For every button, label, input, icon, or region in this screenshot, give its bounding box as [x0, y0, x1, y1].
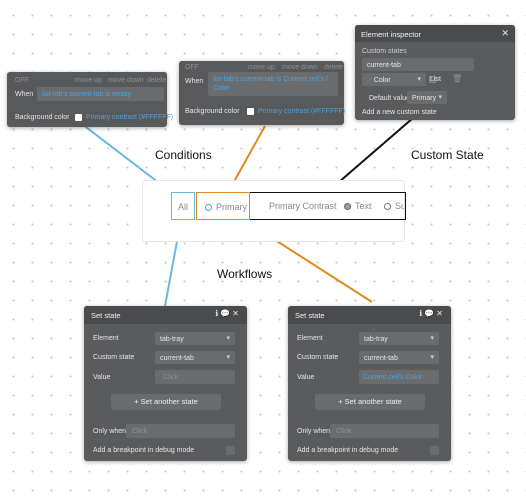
move-down-button[interactable]: move down	[282, 64, 318, 71]
plus-icon: +	[134, 397, 141, 406]
custom-state-select[interactable]: current-tab	[359, 351, 439, 364]
breakpoint-label: Add a breakpoint in debug mode	[297, 447, 399, 454]
info-icon[interactable]: ℹ	[215, 309, 221, 318]
value-label: Value	[297, 374, 315, 381]
inspector-title: Element inspector	[361, 30, 422, 39]
set-another-state-label: Set another state	[140, 397, 198, 406]
background-color-value[interactable]: Primary contrast (#FFFFFF)	[86, 114, 174, 121]
element-label: Element	[297, 335, 323, 342]
tabs-selection-outline	[250, 192, 406, 220]
tab-text[interactable]: Text	[344, 192, 372, 220]
background-color-value[interactable]: Primary contrast (#FFFFFF)	[258, 108, 346, 115]
tab-tray	[142, 180, 405, 242]
list-label: List	[430, 76, 441, 83]
default-value-select[interactable]: Primary	[407, 91, 447, 104]
custom-state-select[interactable]: current-tab	[155, 351, 235, 364]
tab-text-label: Text	[355, 201, 372, 211]
element-label: Element	[93, 335, 119, 342]
inspector-header: Element inspector ✕	[355, 25, 515, 42]
list-checkbox[interactable]	[429, 76, 436, 83]
background-color-label: Background color	[15, 114, 70, 121]
move-down-button[interactable]: move down	[108, 77, 144, 84]
tab-primary[interactable]: Primary	[196, 192, 250, 220]
value-field[interactable]: Click	[155, 370, 235, 384]
only-when-label: Only when	[297, 428, 331, 435]
state-name-field[interactable]: current-tab	[362, 58, 474, 71]
default-value-label: Default value	[369, 95, 410, 102]
value-field[interactable]: Current cell's Color	[359, 370, 439, 384]
only-when-label: Only when	[93, 428, 127, 435]
element-select[interactable]: tab-tray	[359, 332, 439, 345]
comment-icon[interactable]: 💬	[424, 309, 437, 318]
breakpoint-label: Add a breakpoint in debug mode	[93, 447, 195, 454]
tab-su-label: Su	[395, 201, 404, 211]
condition-panel-1: OFF move up move down delete When list-t…	[7, 72, 173, 127]
close-icon[interactable]: ✕	[232, 309, 241, 318]
tab-primary-label: Primary	[216, 202, 247, 212]
breakpoint-checkbox[interactable]	[430, 446, 439, 455]
delete-state-icon[interactable]: 🗑	[452, 74, 463, 83]
set-state-header: Set state ℹ💬✕	[84, 306, 247, 324]
background-color-checkbox[interactable]	[247, 108, 254, 115]
custom-states-label: Custom states	[362, 48, 407, 55]
delete-button[interactable]: delete	[147, 77, 167, 84]
info-icon[interactable]: ℹ	[419, 309, 425, 318]
set-state-title: Set state	[295, 311, 325, 320]
radio-icon	[205, 204, 212, 211]
value-label: Value	[93, 374, 111, 381]
edit-icon: ⟋	[367, 77, 374, 84]
set-state-panel-2: Set state ℹ💬✕ Element tab-tray Custom st…	[288, 306, 451, 461]
plus-icon: +	[338, 397, 345, 406]
only-when-field[interactable]: Click	[126, 424, 235, 438]
workflows-label: Workflows	[217, 267, 273, 281]
background-color-label: Background color	[185, 108, 240, 115]
move-up-button[interactable]: move up	[75, 77, 102, 84]
tab-primary-contrast[interactable]: Primary Contrast	[269, 192, 337, 220]
element-inspector: Element inspector ✕ Custom states curren…	[355, 25, 515, 120]
state-type-select[interactable]: ⟋ Color	[362, 73, 426, 86]
off-toggle[interactable]: OFF	[15, 77, 29, 84]
state-type-value: Color	[373, 77, 391, 84]
set-state-panel-1: Set state ℹ💬✕ Element tab-tray Custom st…	[84, 306, 247, 461]
set-another-state-button[interactable]: + Set another state	[315, 394, 425, 410]
off-toggle[interactable]: OFF	[185, 64, 199, 71]
when-label: When	[15, 91, 34, 98]
when-label: When	[185, 78, 204, 85]
set-another-state-button[interactable]: + Set another state	[111, 394, 221, 410]
element-select[interactable]: tab-tray	[155, 332, 235, 345]
custom-state-label: Custom State	[411, 148, 484, 162]
background-color-checkbox[interactable]	[75, 114, 82, 121]
set-state-header: Set state ℹ💬✕	[288, 306, 451, 324]
radio-icon	[384, 203, 391, 210]
when-expression-field[interactable]: list-tab's current-tab is Current cell's…	[208, 72, 338, 96]
delete-button[interactable]: delete	[324, 64, 344, 71]
tab-su[interactable]: Su	[384, 192, 404, 220]
tab-all[interactable]: All	[171, 192, 195, 220]
breakpoint-checkbox[interactable]	[226, 446, 235, 455]
condition-panel-2: OFF move up move down delete When list-t…	[179, 61, 346, 125]
set-another-state-label: Set another state	[344, 397, 402, 406]
only-when-field[interactable]: Click	[330, 424, 439, 438]
add-custom-state-link[interactable]: Add a new custom state	[362, 109, 437, 116]
set-state-title: Set state	[91, 311, 121, 320]
when-expression-field[interactable]: list-tab's current-tab is empty	[37, 87, 164, 101]
radio-icon	[344, 203, 351, 210]
comment-icon[interactable]: 💬	[220, 309, 233, 318]
conditions-label: Conditions	[155, 148, 212, 162]
tab-all-label: All	[177, 202, 188, 212]
close-icon[interactable]: ✕	[501, 28, 509, 38]
close-icon[interactable]: ✕	[436, 309, 445, 318]
tab-primary-contrast-label: Primary Contrast	[269, 201, 337, 211]
custom-state-label: Custom state	[297, 354, 339, 361]
custom-state-label: Custom state	[93, 354, 135, 361]
move-up-button[interactable]: move up	[248, 64, 275, 71]
